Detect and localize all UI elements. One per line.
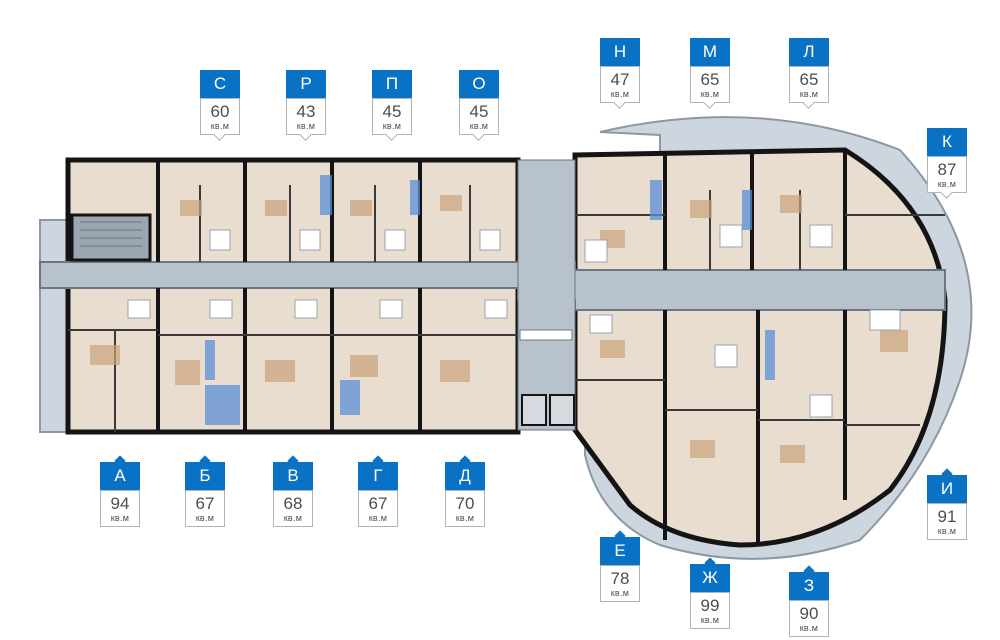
unit-marker-b[interactable]: Б 67 кв.м [185,462,225,527]
unit-info: 94 кв.м [100,490,140,527]
unit-letter: Г [358,462,398,490]
unit-marker-l[interactable]: Л 65 кв.м [789,38,829,103]
unit-area: 99 [700,596,720,615]
unit-letter: А [100,462,140,490]
unit-measure: кв.м [700,89,720,99]
unit-measure: кв.м [110,513,130,523]
unit-info: 91 кв.м [927,503,967,540]
unit-area: 60 [210,102,230,121]
unit-letter: В [273,462,313,490]
unit-measure: кв.м [610,588,630,598]
unit-measure: кв.м [283,513,303,523]
unit-letter: О [459,70,499,98]
unit-area: 78 [610,569,630,588]
unit-info: 70 кв.м [445,490,485,527]
unit-marker-p[interactable]: П 45 кв.м [372,70,412,135]
unit-letter: П [372,70,412,98]
unit-marker-n[interactable]: Н 47 кв.м [600,38,640,103]
unit-area: 45 [469,102,489,121]
unit-marker-s[interactable]: С 60 кв.м [200,70,240,135]
unit-letter: Р [286,70,326,98]
unit-measure: кв.м [610,89,630,99]
unit-marker-zh[interactable]: Ж 99 кв.м [690,564,730,629]
unit-letter: Б [185,462,225,490]
unit-letter: Ж [690,564,730,592]
unit-info: 67 кв.м [185,490,225,527]
unit-info: 47 кв.м [600,66,640,103]
unit-area: 87 [937,160,957,179]
unit-info: 65 кв.м [690,66,730,103]
unit-area: 67 [368,494,388,513]
unit-marker-a[interactable]: А 94 кв.м [100,462,140,527]
unit-marker-r[interactable]: Р 43 кв.м [286,70,326,135]
unit-area: 94 [110,494,130,513]
unit-measure: кв.м [469,121,489,131]
unit-measure: кв.м [195,513,215,523]
unit-info: 90 кв.м [789,600,829,637]
lobby [517,159,576,431]
unit-area: 65 [700,70,720,89]
unit-letter: М [690,38,730,66]
unit-info: 68 кв.м [273,490,313,527]
unit-area: 70 [455,494,475,513]
unit-info: 87 кв.м [927,156,967,193]
unit-area: 90 [799,604,819,623]
unit-info: 65 кв.м [789,66,829,103]
unit-measure: кв.м [937,526,957,536]
unit-letter: З [789,572,829,600]
unit-letter: К [927,128,967,156]
unit-marker-d[interactable]: Д 70 кв.м [445,462,485,527]
unit-info: 60 кв.м [200,98,240,135]
unit-measure: кв.м [700,615,720,625]
unit-letter: Л [789,38,829,66]
unit-measure: кв.м [368,513,388,523]
unit-measure: кв.м [455,513,475,523]
unit-marker-z[interactable]: З 90 кв.м [789,572,829,637]
unit-letter: Д [445,462,485,490]
unit-info: 45 кв.м [459,98,499,135]
unit-info: 78 кв.м [600,565,640,602]
unit-measure: кв.м [799,89,819,99]
unit-area: 91 [937,507,957,526]
unit-measure: кв.м [799,623,819,633]
unit-marker-v[interactable]: В 68 кв.м [273,462,313,527]
unit-area: 65 [799,70,819,89]
unit-info: 45 кв.м [372,98,412,135]
unit-marker-g[interactable]: Г 67 кв.м [358,462,398,527]
unit-measure: кв.м [937,179,957,189]
unit-area: 45 [382,102,402,121]
unit-marker-o[interactable]: О 45 кв.м [459,70,499,135]
unit-area: 68 [283,494,303,513]
elevator [521,394,547,426]
unit-info: 43 кв.м [286,98,326,135]
unit-letter: Е [600,537,640,565]
unit-measure: кв.м [382,121,402,131]
unit-info: 67 кв.м [358,490,398,527]
unit-letter: С [200,70,240,98]
unit-area: 67 [195,494,215,513]
unit-marker-m[interactable]: М 65 кв.м [690,38,730,103]
unit-area: 47 [610,70,630,89]
unit-marker-k[interactable]: К 87 кв.м [927,128,967,193]
unit-measure: кв.м [210,121,230,131]
unit-letter: И [927,475,967,503]
balcony-left [39,219,69,433]
elevator [549,394,575,426]
unit-letter: Н [600,38,640,66]
unit-info: 99 кв.м [690,592,730,629]
unit-measure: кв.м [296,121,316,131]
unit-area: 43 [296,102,316,121]
unit-marker-e[interactable]: Е 78 кв.м [600,537,640,602]
unit-marker-i[interactable]: И 91 кв.м [927,475,967,540]
lobby-exit [519,329,573,341]
